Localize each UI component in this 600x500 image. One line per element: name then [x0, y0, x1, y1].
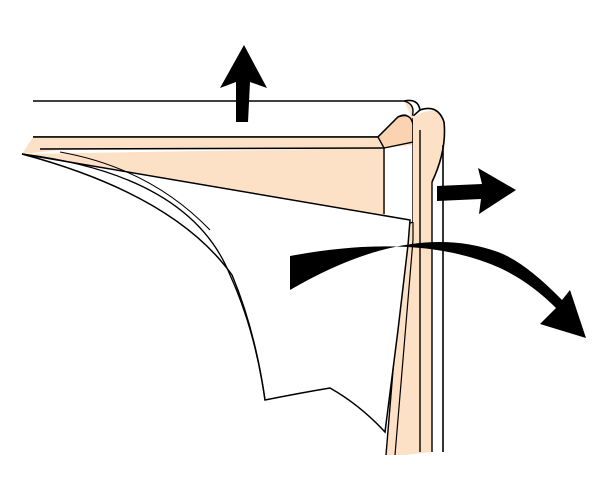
- peeling-sheet: [21, 151, 411, 434]
- horizontal-film-band: [22, 114, 425, 222]
- film-band-top-fill: [22, 115, 425, 154]
- arrow-right-shape: [437, 168, 516, 214]
- top-sheet-outline: [33, 99, 421, 138]
- film-band-wedge-fill: [22, 148, 410, 220]
- top-sheet-fold: [403, 100, 414, 118]
- arrow-right-icon: [437, 168, 516, 214]
- vertical-band-curl: [419, 107, 446, 183]
- top-sheet: [33, 99, 421, 138]
- arrow-up-icon: [220, 45, 267, 122]
- curved-arrow-icon: [290, 241, 586, 338]
- curved-arrow-shape: [290, 241, 586, 338]
- film-corner-bevel: [377, 114, 414, 149]
- film-band-lower-edge: [39, 147, 385, 150]
- peeling-sheet-inner-curl: [21, 153, 266, 401]
- arrow-up-shape: [220, 45, 267, 122]
- vertical-band-fill: [386, 110, 446, 455]
